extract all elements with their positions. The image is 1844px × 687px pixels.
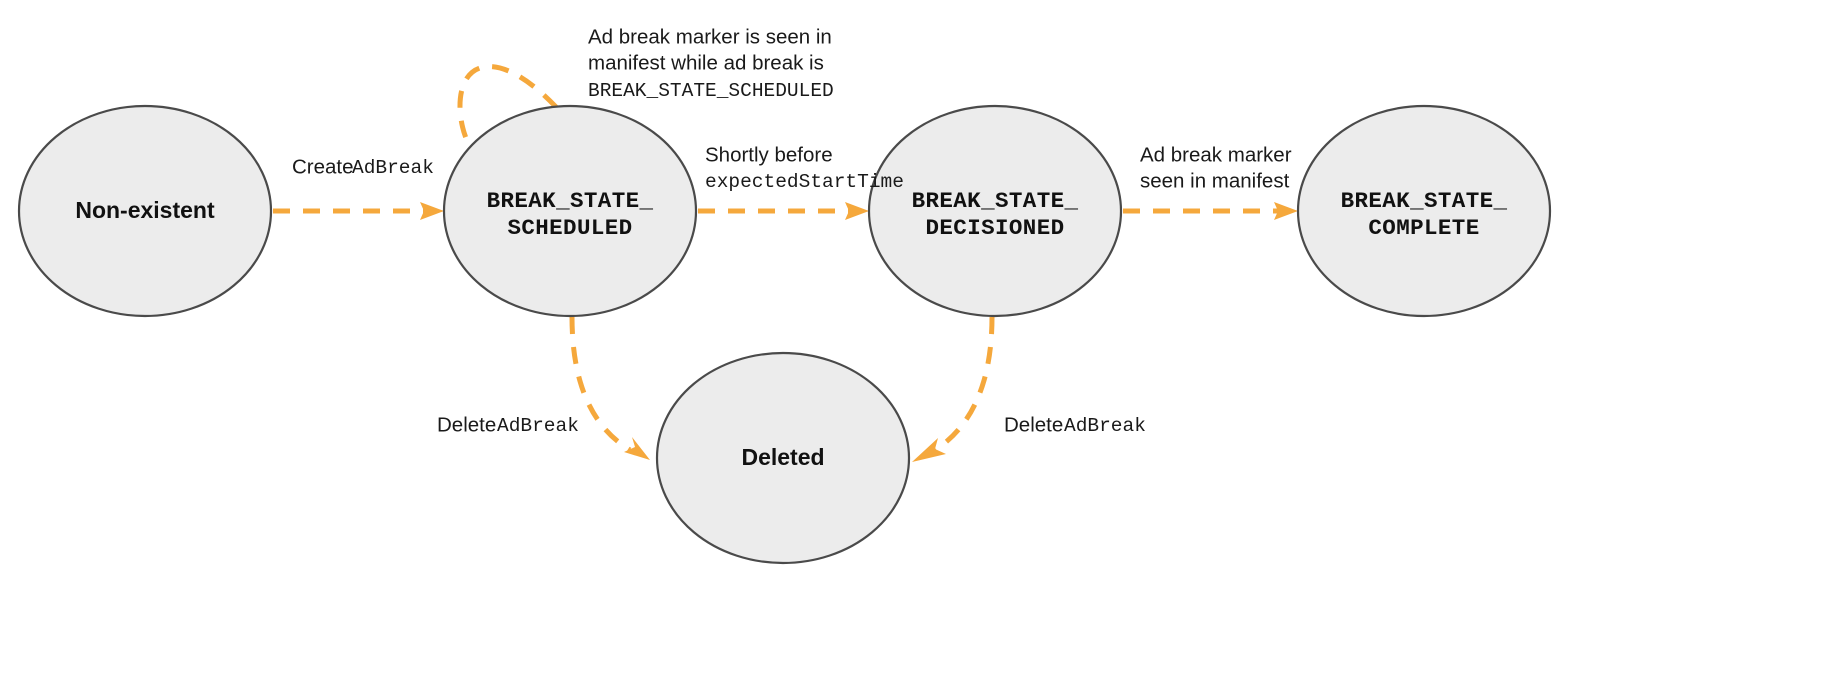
edge-scheduled-to-deleted — [569, 316, 650, 460]
node-deleted[interactable]: Deleted — [655, 351, 911, 565]
edge-create-adbreak-arrowhead — [420, 202, 444, 220]
edge-label-delete-adbreak-right-word: Delete — [1004, 413, 1063, 436]
edge-label-scheduled-self-loop-line2: manifest while ad break is — [588, 51, 824, 74]
edge-label-create-adbreak-code: AdBreak — [352, 157, 434, 179]
edge-scheduled-to-decisioned-arrowhead — [845, 202, 869, 220]
edge-label-scheduled-self-loop-line1: Ad break marker is seen in — [588, 25, 832, 48]
node-break-state-decisioned[interactable]: BREAK_STATE_ DECISIONED — [867, 104, 1123, 318]
edge-label-scheduled-to-decisioned: Shortly before expectedStartTime — [705, 143, 904, 193]
edge-decisioned-to-deleted-line — [930, 316, 995, 455]
edge-decisioned-to-deleted-arrowhead — [912, 438, 946, 462]
edge-label-create-adbreak-word: Create — [292, 155, 354, 178]
node-break-state-complete-label-line2: COMPLETE — [1368, 215, 1479, 241]
edge-decisioned-to-complete — [1123, 202, 1298, 220]
node-break-state-complete-shape[interactable] — [1296, 104, 1552, 318]
edge-label-decisioned-to-deleted: Delete AdBreak — [1004, 413, 1146, 437]
node-break-state-scheduled-label-line2: SCHEDULED — [507, 215, 632, 241]
node-deleted-label: Deleted — [741, 444, 824, 470]
edge-label-expected-start-time: expectedStartTime — [705, 171, 904, 193]
edge-scheduled-to-decisioned — [698, 202, 869, 220]
edge-decisioned-to-complete-arrowhead — [1274, 202, 1298, 220]
node-break-state-decisioned-shape[interactable] — [867, 104, 1123, 318]
edge-scheduled-to-deleted-arrowhead — [624, 437, 650, 460]
node-break-state-scheduled-shape[interactable] — [442, 104, 698, 318]
edge-label-decisioned-to-complete: Ad break marker seen in manifest — [1140, 143, 1292, 192]
edge-label-scheduled-self-loop: Ad break marker is seen in manifest whil… — [588, 25, 834, 102]
edge-scheduled-to-deleted-line — [569, 316, 632, 453]
edge-label-scheduled-self-loop-line3: BREAK_STATE_SCHEDULED — [588, 80, 834, 102]
node-break-state-decisioned-label-line2: DECISIONED — [925, 215, 1064, 241]
edge-label-marker-line1: Ad break marker — [1140, 143, 1292, 166]
edge-label-delete-adbreak-left-code: AdBreak — [497, 415, 579, 437]
edge-label-shortly-before: Shortly before — [705, 143, 833, 166]
edge-create-adbreak — [273, 202, 444, 220]
edge-label-marker-line2: seen in manifest — [1140, 169, 1290, 192]
edge-label-delete-adbreak-left-word: Delete — [437, 413, 496, 436]
edge-decisioned-to-deleted — [912, 316, 995, 462]
node-deleted-shape[interactable] — [655, 351, 911, 565]
edge-label-create-adbreak: Create AdBreak — [292, 155, 434, 179]
node-non-existent[interactable]: Non-existent — [17, 104, 273, 318]
node-non-existent-label: Non-existent — [75, 197, 215, 223]
node-non-existent-shape[interactable] — [17, 104, 273, 318]
node-break-state-complete-label-line1: BREAK_STATE_ — [1341, 188, 1508, 214]
edge-label-delete-adbreak-right-code: AdBreak — [1064, 415, 1146, 437]
node-break-state-complete[interactable]: BREAK_STATE_ COMPLETE — [1296, 104, 1552, 318]
edge-label-scheduled-to-deleted: Delete AdBreak — [437, 413, 579, 437]
node-break-state-decisioned-label-line1: BREAK_STATE_ — [912, 188, 1079, 214]
node-break-state-scheduled[interactable]: BREAK_STATE_ SCHEDULED — [442, 104, 698, 318]
node-break-state-scheduled-label-line1: BREAK_STATE_ — [487, 188, 654, 214]
